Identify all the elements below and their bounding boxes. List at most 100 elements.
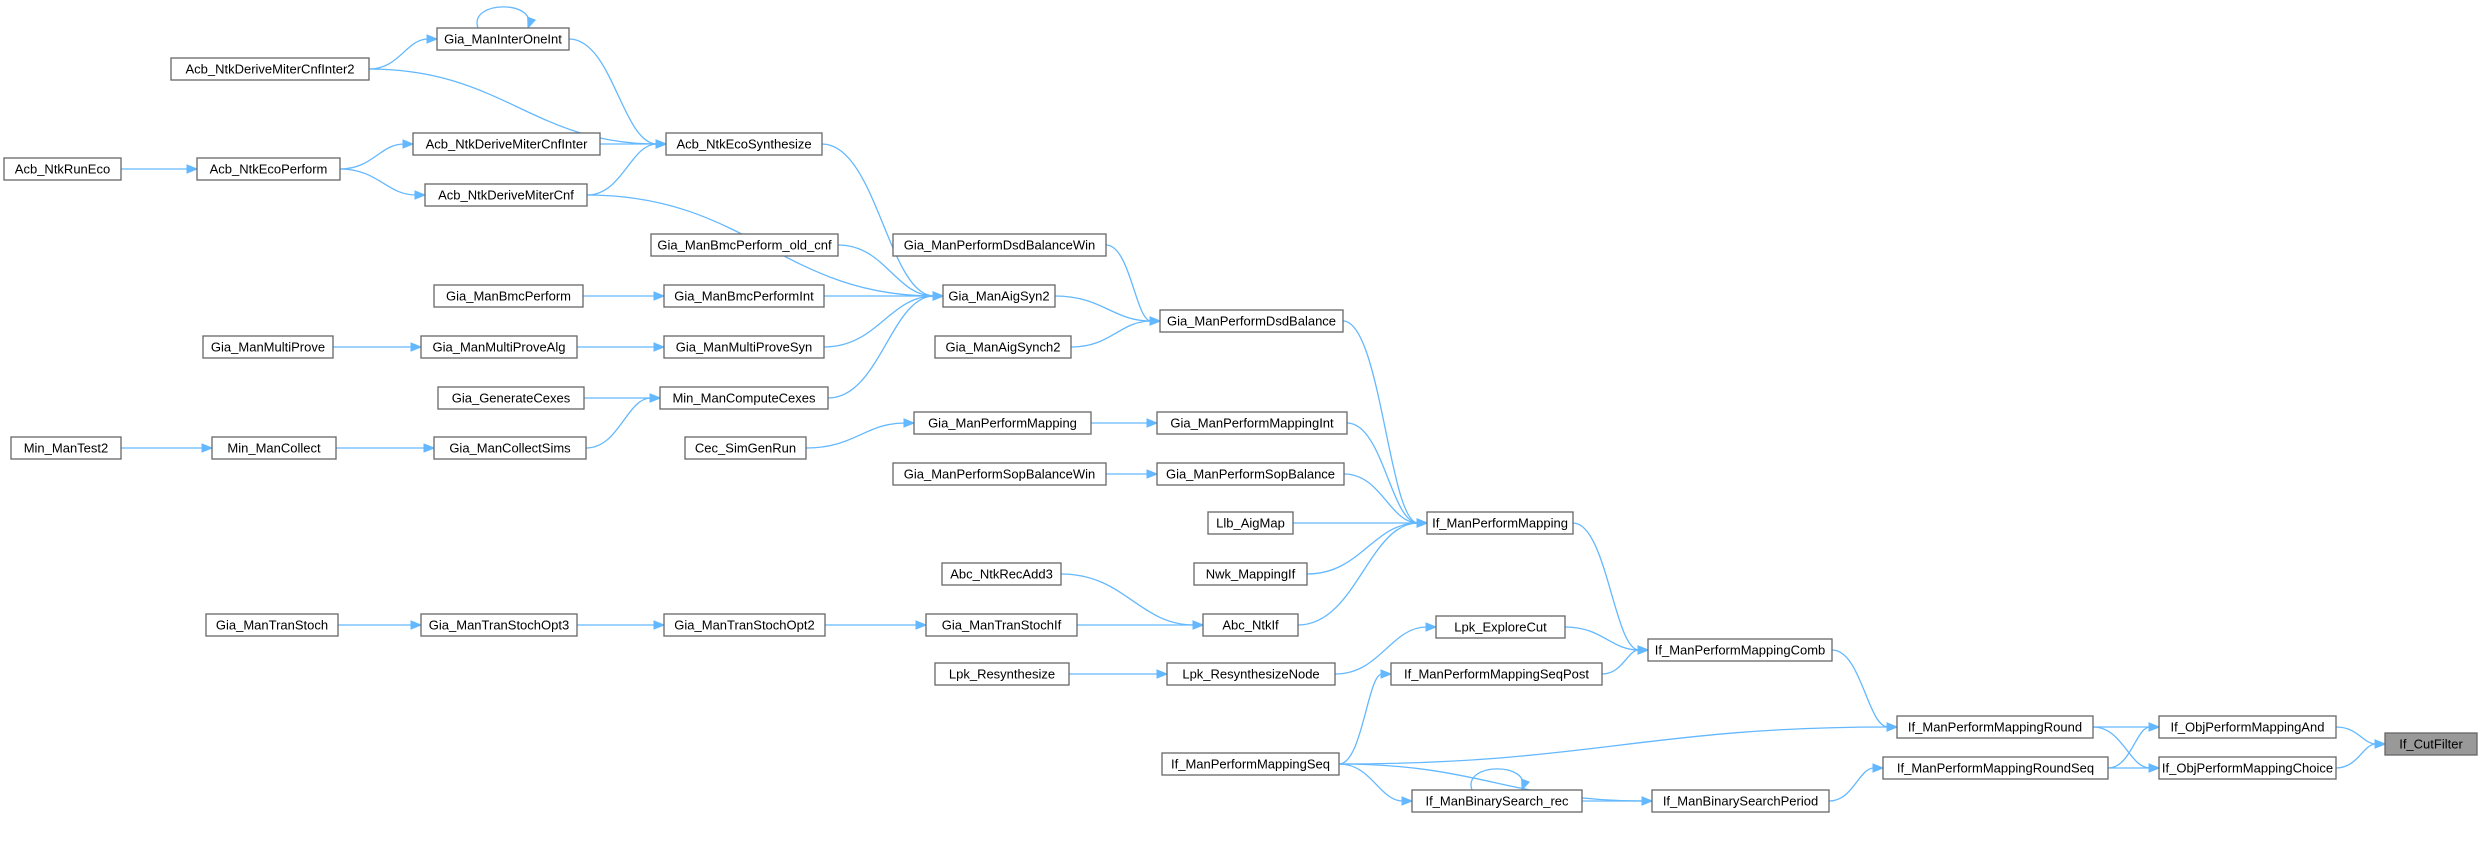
node-label: If_ManPerformMappingSeq [1171,757,1330,772]
node-transtoch-if[interactable]: Gia_ManTranStochIf [925,613,1078,637]
node-label: Gia_ManPerformSopBalanceWin [904,467,1095,482]
arrow-head-icon [527,16,537,30]
node-gia-perf-mapping[interactable]: Gia_ManPerformMapping [913,411,1092,435]
node-acb-eco-perform[interactable]: Acb_NtkEcoPerform [196,157,341,181]
edge-inter_one-to-inter_one [476,6,537,30]
arrow-head-icon [1146,418,1159,428]
node-round[interactable]: If_ManPerformMappingRound [1896,715,2094,739]
edge-min_compute-to-aigsyn2 [827,291,945,399]
node-acb-run-eco[interactable]: Acb_NtkRunEco [3,157,122,181]
node-box [659,386,829,410]
node-obj-and[interactable]: If_ObjPerformMappingAnd [2158,715,2337,739]
edge-eco_synth-to-aigsyn2 [821,143,945,301]
node-gen-cexes[interactable]: Gia_GenerateCexes [437,386,585,410]
node-comb[interactable]: If_ManPerformMappingComb [1647,638,1833,662]
arrow-head-icon [414,190,427,200]
node-lpk-explore[interactable]: Lpk_ExploreCut [1435,615,1566,639]
node-abc-ntkif[interactable]: Abc_NtkIf [1202,613,1299,637]
arrow-head-icon [2148,763,2161,773]
node-box [892,462,1107,486]
node-inter-one[interactable]: Gia_ManInterOneInt [436,27,570,51]
node-obj-choice[interactable]: If_ObjPerformMappingChoice [2158,756,2337,780]
edge-gia_perf_mapping-to-mapping_int [1091,418,1159,428]
edge-line [339,168,417,196]
edge-line [2107,726,2151,769]
node-aigsynch2[interactable]: Gia_ManAigSynch2 [934,335,1072,359]
arrow-head-icon [1886,722,1899,732]
node-mapping-int[interactable]: Gia_ManPerformMappingInt [1156,411,1348,435]
node-acb-cnf[interactable]: Acb_NtkDeriveMiterCnf [424,183,588,207]
node-box [1435,615,1566,639]
node-box [437,386,585,410]
node-acb-inter2[interactable]: Acb_NtkDeriveMiterCnfInter2 [170,57,370,81]
node-label: Gia_ManPerformSopBalance [1166,467,1335,482]
node-bmc-old[interactable]: Gia_ManBmcPerform_old_cnf [650,233,839,257]
node-box [663,335,825,359]
node-dsd-balance[interactable]: Gia_ManPerformDsdBalance [1159,309,1344,333]
node-box [424,183,588,207]
node-collect-sims[interactable]: Gia_ManCollectSims [433,436,587,460]
node-acb-inter[interactable]: Acb_NtkDeriveMiterCnfInter [412,132,601,156]
node-box [211,436,337,460]
edge-line [1338,763,1644,802]
node-aigsyn2[interactable]: Gia_ManAigSyn2 [942,284,1056,308]
node-box [2384,732,2478,756]
edge-line [2335,743,2377,769]
edge-line [368,38,429,70]
edges-layer [120,6,2387,806]
node-dsd-win[interactable]: Gia_ManPerformDsdBalanceWin [892,233,1107,257]
node-transtoch-opt3[interactable]: Gia_ManTranStochOpt3 [420,613,578,637]
node-min-compute[interactable]: Min_ManComputeCexes [659,386,829,410]
node-transtoch[interactable]: Gia_ManTranStoch [205,613,339,637]
node-box [1166,662,1336,686]
node-box [412,132,601,156]
edge-obj_choice-to-cut_filter [2335,739,2387,769]
node-box [3,157,122,181]
node-abc-recadd[interactable]: Abc_NtkRecAdd3 [941,562,1062,586]
node-eco-synth[interactable]: Acb_NtkEcoSynthesize [665,132,823,156]
arrow-head-icon [1380,669,1393,679]
node-seq-post[interactable]: If_ManPerformMappingSeqPost [1390,662,1603,686]
node-lpk-resyn[interactable]: Lpk_Resynthesize [934,662,1070,686]
node-label: If_ManPerformMapping [1432,516,1568,531]
edge-comb-to-round [1831,649,1899,732]
node-transtoch-opt2[interactable]: Gia_ManTranStochOpt2 [663,613,826,637]
node-min-test2[interactable]: Min_ManTest2 [10,436,122,460]
node-bmc-int[interactable]: Gia_ManBmcPerformInt [663,284,825,308]
node-box [1207,511,1294,535]
node-bmc-perform[interactable]: Gia_ManBmcPerform [433,284,584,308]
edge-round_seq-to-obj_and [2107,722,2161,769]
node-multiprove-syn[interactable]: Gia_ManMultiProveSyn [663,335,825,359]
node-box [10,436,122,460]
edge-transtoch_opt3-to-transtoch_opt2 [577,620,666,630]
node-bin-period[interactable]: If_ManBinarySearchPeriod [1651,789,1830,813]
node-box [436,27,570,51]
node-round-seq[interactable]: If_ManPerformMappingRoundSeq [1882,756,2109,780]
node-box [942,284,1056,308]
node-llb[interactable]: Llb_AigMap [1207,511,1294,535]
arrow-head-icon [1401,796,1414,806]
node-label: Gia_ManMultiProveAlg [433,340,566,355]
node-cut-filter[interactable]: If_CutFilter [2384,732,2478,756]
node-lpk-resyn-node[interactable]: Lpk_ResynthesizeNode [1166,662,1336,686]
node-label: Gia_ManAigSynch2 [946,340,1061,355]
node-box [202,335,334,359]
node-cec-simgen[interactable]: Cec_SimGenRun [684,436,807,460]
node-multiprove[interactable]: Gia_ManMultiProve [202,335,334,359]
node-box [892,233,1107,257]
edge-line [827,295,935,399]
node-bin-rec[interactable]: If_ManBinarySearch_rec [1411,789,1583,813]
node-sop-win[interactable]: Gia_ManPerformSopBalanceWin [892,462,1107,486]
node-perform-mapping[interactable]: If_ManPerformMapping [1426,511,1574,535]
node-min-collect[interactable]: Min_ManCollect [211,436,337,460]
node-multiprove-alg[interactable]: Gia_ManMultiProveAlg [420,335,578,359]
edge-line [1346,422,1419,524]
node-seq[interactable]: If_ManPerformMappingSeq [1161,752,1340,776]
node-sop-balance[interactable]: Gia_ManPerformSopBalance [1156,462,1345,486]
arrow-head-icon [1156,669,1169,679]
edge-min_test2-to-min_collect [121,443,214,453]
edge-seq-to-round [1338,722,1899,765]
nodes-layer: If_CutFilter If_ObjPerformMappingAndIf_Ob… [3,27,2478,813]
edge-line [568,38,658,145]
node-nwk[interactable]: Nwk_MappingIf [1193,562,1308,586]
